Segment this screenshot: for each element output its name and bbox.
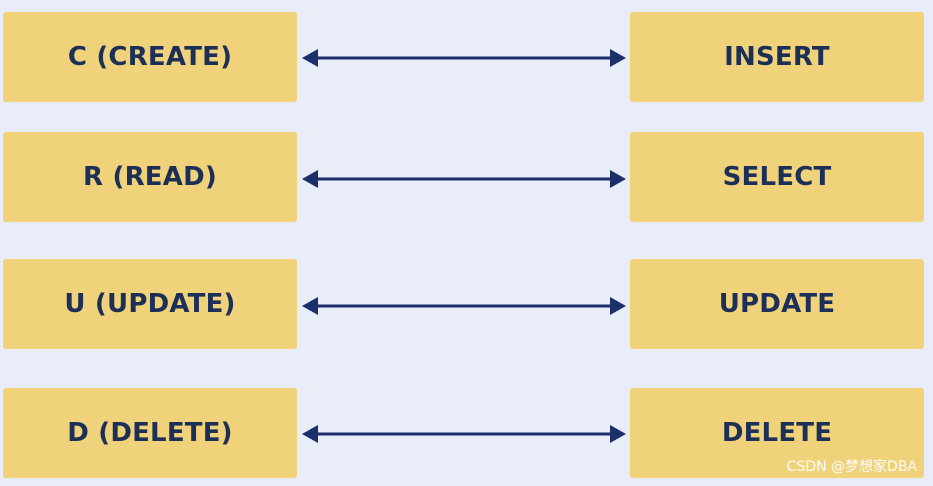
crud-box-read: R (READ): [3, 132, 297, 222]
sql-label-select: SELECT: [722, 162, 832, 192]
sql-box-insert: INSERT: [630, 12, 924, 102]
double-headed-arrow-icon: [302, 170, 626, 188]
sql-box-delete: DELETE: [630, 388, 924, 478]
watermark: CSDN @梦想家DBA: [786, 459, 917, 475]
sql-box-select: SELECT: [630, 132, 924, 222]
crud-label-delete: D (DELETE): [67, 418, 233, 448]
sql-label-update: UPDATE: [718, 289, 836, 319]
sql-label-insert: INSERT: [724, 42, 830, 72]
double-headed-arrow-icon: [302, 297, 626, 315]
double-headed-arrow-icon: [302, 49, 626, 67]
crud-label-read: R (READ): [83, 162, 217, 192]
sql-label-delete: DELETE: [721, 418, 833, 448]
sql-box-update: UPDATE: [630, 259, 924, 349]
crud-box-delete: D (DELETE): [3, 388, 297, 478]
crud-label-create: C (CREATE): [67, 42, 233, 72]
crud-box-update: U (UPDATE): [3, 259, 297, 349]
double-headed-arrow-icon: [302, 425, 626, 443]
crud-box-create: C (CREATE): [3, 12, 297, 102]
crud-label-update: U (UPDATE): [64, 289, 236, 319]
